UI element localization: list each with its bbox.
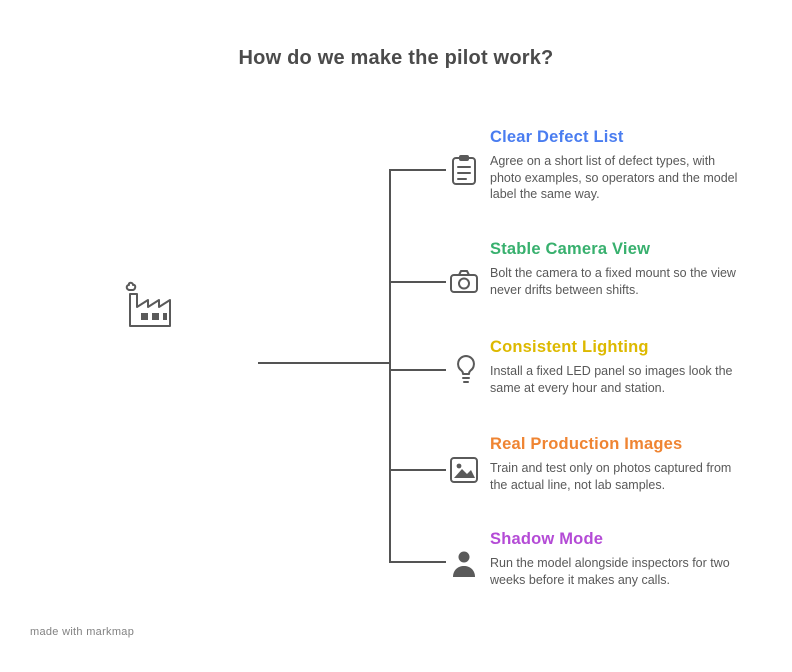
branch-2-connector-line [389,281,446,283]
branch-node-clear-defect-list[interactable]: Clear Defect List Agree on a short list … [490,128,738,203]
branch-3-connector-line [389,369,446,371]
branch-node-consistent-lighting[interactable]: Consistent Lighting Install a fixed LED … [490,338,738,396]
branch-title: Real Production Images [490,435,683,453]
branch-description: Bolt the camera to a fixed mount so the … [490,266,736,297]
watermark-link[interactable]: made with markmap [30,626,135,638]
trunk-line [389,169,391,563]
branch-title: Consistent Lighting [490,338,649,356]
lightbulb-icon [449,352,483,388]
branch-5-connector-line [389,561,446,563]
picture-icon [447,452,481,488]
branch-title: Clear Defect List [490,128,624,146]
branch-description: Install a fixed LED panel so images look… [490,364,733,395]
root-connector-line [258,362,390,364]
diagram-title: How do we make the pilot work? [238,47,554,69]
branch-node-shadow-mode[interactable]: Shadow Mode Run the model alongside insp… [490,530,738,588]
branch-title: Stable Camera View [490,240,651,258]
clipboard-icon [447,152,481,188]
branch-description: Train and test only on photos captured f… [490,461,732,492]
root-node[interactable] [116,276,180,336]
person-icon [447,546,481,582]
branch-4-connector-line [389,469,446,471]
branch-description: Run the model alongside inspectors for t… [490,556,730,587]
branch-description: Agree on a short list of defect types, w… [490,154,738,201]
factory-icon [121,280,175,332]
branch-node-stable-camera-view[interactable]: Stable Camera View Bolt the camera to a … [490,240,738,298]
branch-title: Shadow Mode [490,530,604,548]
branch-node-real-production-images[interactable]: Real Production Images Train and test on… [490,435,738,493]
branch-1-connector-line [389,169,446,171]
camera-icon [447,264,481,300]
